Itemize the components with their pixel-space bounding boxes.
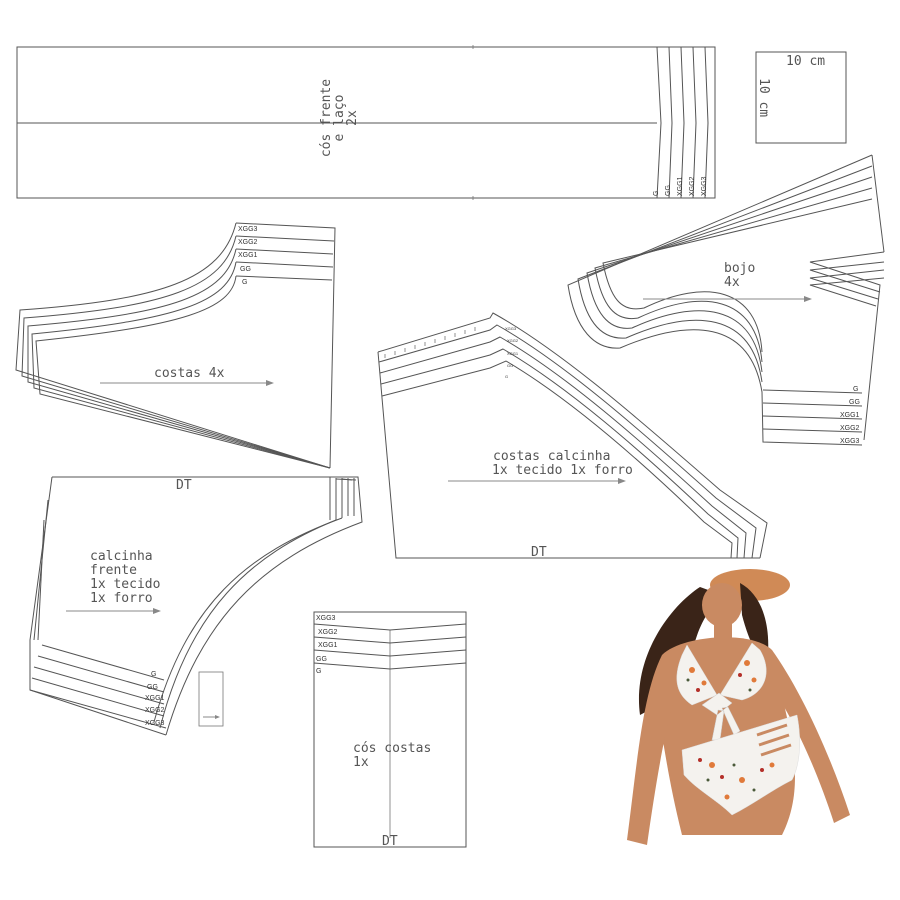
size-label: XGG3 [145,720,165,727]
costas-calcinha-label-1: costas calcinha [493,449,610,464]
cos-frente-label-3: 2x [345,110,360,126]
size-label: G [151,671,156,678]
size-label: G [505,374,508,379]
scale-vertical-label: 10 cm [756,78,771,117]
piece-calcinha-frente: G GG XGG1 XGG2 XGG3 DT calcinha frente 1… [29,476,363,736]
scale-horizontal-label: 10 cm [786,54,825,69]
size-label: XGG1 [840,412,860,419]
size-label: XGG3 [238,226,258,233]
calcinha-frente-label-3: 1x tecido [90,577,160,592]
cos-costas-label-1: cós costas [353,741,431,756]
piece-costas-calcinha: XGG3 XGG2 XGG1 GG G costas calcinha 1x t… [377,312,768,560]
size-label: XGG2 [689,176,696,196]
calcinha-frente-label-1: calcinha [90,549,153,564]
cos-frente-label-2: e laço [332,95,347,142]
size-label: XGG1 [507,351,519,356]
piece-cos-frente: cós frente e laço 2x G GG XGG1 XGG2 XGG3 [16,45,716,200]
size-label: GG [316,656,327,663]
size-label: GG [240,266,251,273]
size-label: G [242,279,247,286]
size-label: G [316,668,321,675]
size-label: XGG2 [507,338,519,343]
cos-frente-label-1: cós frente [319,79,334,157]
size-label: XGG3 [840,438,860,445]
size-label: XGG2 [840,425,860,432]
cos-costas-fold: DT [382,834,398,849]
size-label: XGG1 [145,695,165,702]
cos-costas-label-2: 1x [353,755,369,770]
piece-cos-costas: XGG3 XGG2 XGG1 GG G cós costas 1x DT [313,611,467,849]
scale-square: 10 cm 10 cm [755,51,847,144]
size-label: XGG3 [505,326,517,331]
size-label: XGG3 [701,176,708,196]
size-label: XGG2 [145,707,165,714]
size-label: GG [507,363,513,368]
calcinha-frente-label-2: frente [90,563,137,578]
bojo-label-2: 4x [724,275,740,290]
size-label: XGG1 [677,176,684,196]
size-label: XGG3 [316,615,336,622]
piece-bojo: G GG XGG1 XGG2 XGG3 bojo 4x [567,154,885,446]
size-label: XGG2 [318,629,338,636]
size-label: G [853,386,858,393]
size-label: GG [849,399,860,406]
costas-calcinha-fold: DT [531,545,547,560]
calcinha-frente-label-4: 1x forro [90,591,153,606]
costas-label: costas 4x [154,366,225,381]
size-label: GG [147,684,158,691]
model-photo-icon [622,565,860,855]
calcinha-frente-fold: DT [176,478,192,493]
size-label: XGG1 [238,252,258,259]
size-label: GG [665,185,672,196]
piece-costas: XGG3 XGG2 XGG1 GG G costas 4x [15,222,336,469]
size-label: G [653,191,660,196]
small-strip-piece [198,671,224,727]
size-label: XGG2 [238,239,258,246]
size-label: XGG1 [318,642,338,649]
costas-calcinha-label-2: 1x tecido 1x forro [492,463,633,478]
bojo-label-1: bojo [724,261,755,276]
